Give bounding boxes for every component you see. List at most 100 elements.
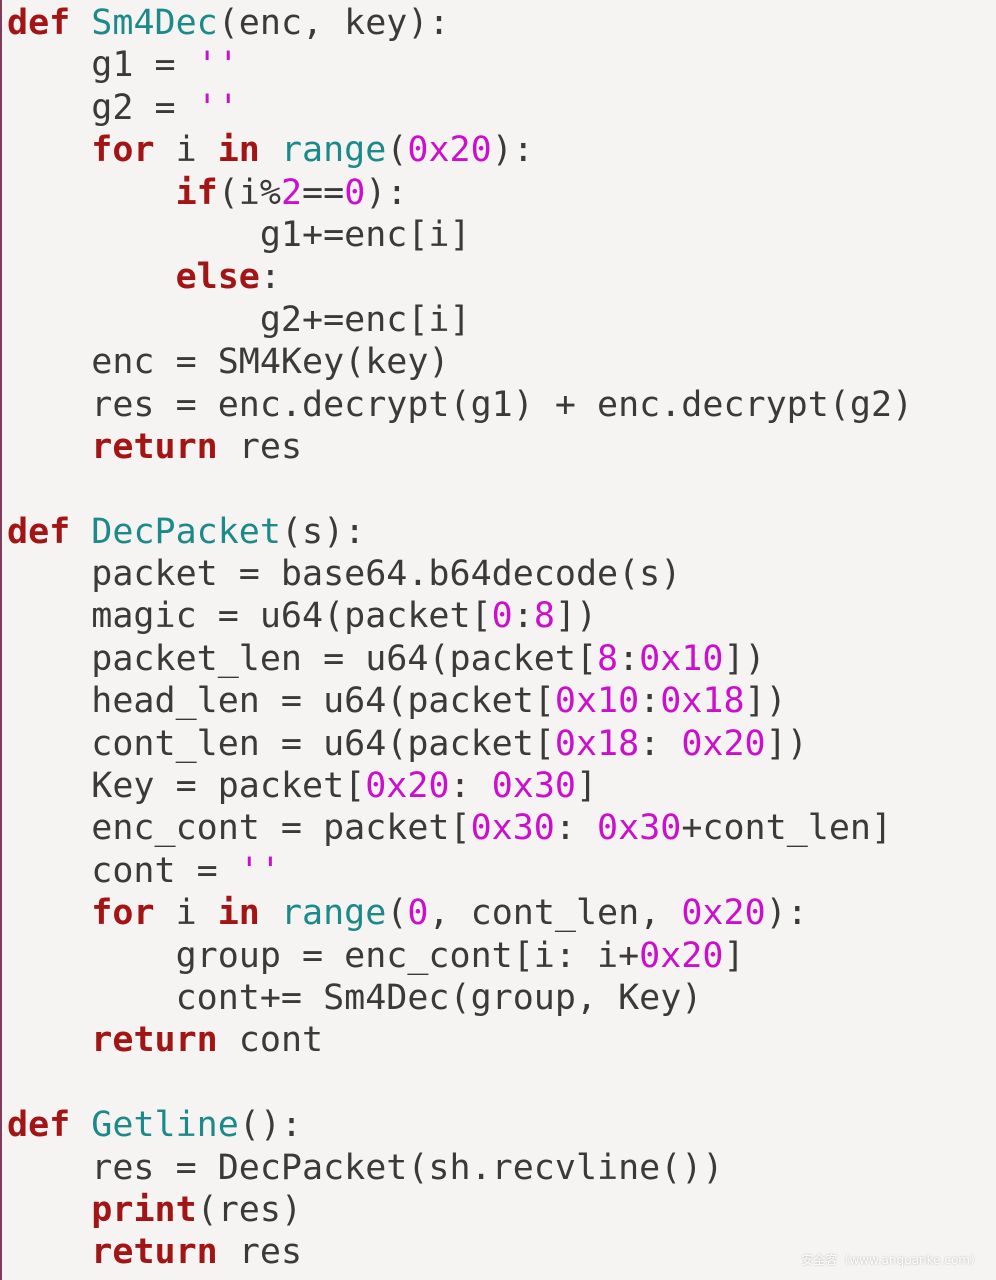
code-line: packet = base64.b64decode(s) [7, 553, 913, 595]
code-line: packet_len = u64(packet[8:0x10]) [7, 638, 913, 680]
code-token: 0 [491, 596, 513, 637]
code-token: def [7, 3, 71, 43]
code-line: return cont [7, 1019, 913, 1061]
code-line: def Sm4Dec(enc, key): [7, 2, 913, 44]
code-line: cont_len = u64(packet[0x18: 0x20]) [7, 723, 913, 765]
code-line: enc = SM4Key(key) [7, 341, 913, 383]
code-token: 0x20 [639, 935, 724, 976]
code-token: (): [238, 1105, 303, 1146]
code-line: cont = '' [7, 850, 913, 892]
code-token: ): [365, 172, 408, 213]
code-token: res [217, 426, 303, 467]
code-token: 0x10 [554, 681, 640, 722]
code-token: ( [386, 130, 408, 171]
code-token: Key = packet[ [7, 766, 366, 807]
code-token [7, 1020, 91, 1060]
code-line: res = DecPacket(sh.recvline()) [7, 1147, 913, 1189]
code-token: res = enc.decrypt(g1) + enc.decrypt(g2) [7, 384, 914, 425]
code-token: : [639, 681, 661, 722]
code-token: res = DecPacket(sh.recvline()) [7, 1147, 724, 1188]
code-token: print [91, 1189, 197, 1230]
code-token: 0x20 [407, 130, 492, 171]
code-token: g1+=enc[i] [7, 214, 471, 255]
code-line: g1 = '' [7, 44, 913, 86]
code-line: g2+=enc[i] [7, 299, 913, 341]
code-token [7, 130, 91, 170]
code-token: g1 = [7, 45, 197, 86]
code-token: packet = base64.b64decode(s) [7, 554, 682, 595]
code-token: cont+= Sm4Dec(group, Key) [7, 977, 703, 1018]
code-token: 0 [407, 893, 429, 934]
code-line [7, 1062, 913, 1104]
code-token: magic = u64(packet[ [7, 596, 492, 637]
code-line: for i in range(0, cont_len, 0x20): [7, 892, 913, 934]
code-token [7, 893, 91, 933]
code-token: 0x30 [470, 808, 555, 849]
code-token [70, 1105, 91, 1145]
code-token: def [7, 1105, 71, 1146]
code-token: == [302, 172, 345, 213]
code-token: : [639, 723, 682, 764]
code-line [7, 468, 913, 510]
code-token: : [259, 257, 281, 298]
code-token [260, 130, 281, 170]
code-token: Sm4Dec [91, 3, 218, 43]
code-token: '' [196, 87, 239, 128]
code-token: Getline [91, 1105, 239, 1146]
code-line: cont+= Sm4Dec(group, Key) [7, 977, 913, 1019]
code-line: else: [7, 256, 913, 298]
code-token: (enc, key): [217, 3, 450, 43]
code-token: , cont_len, [428, 893, 682, 934]
code-token [7, 427, 91, 467]
code-token: 8 [533, 596, 555, 637]
code-line: magic = u64(packet[0:8]) [7, 595, 913, 637]
code-token: g2 = [7, 87, 197, 128]
code-token: cont [217, 1020, 324, 1061]
code-token [70, 512, 91, 552]
code-token: '' [196, 45, 239, 86]
code-line: def DecPacket(s): [7, 511, 913, 553]
code-token: 0x20 [681, 893, 766, 934]
code-token: ]) [765, 723, 808, 764]
code-token: ]) [723, 638, 766, 679]
code-token: cont_len = u64(packet[ [7, 723, 555, 764]
code-token [7, 1190, 91, 1230]
code-token: ]) [554, 596, 598, 637]
code-line: return res [7, 1231, 913, 1273]
code-token: : [554, 808, 598, 849]
code-token: 8 [597, 638, 619, 679]
code-token: 0x18 [554, 723, 640, 764]
code-token: enc = SM4Key(key) [7, 342, 450, 383]
code-token: 0x30 [597, 808, 682, 849]
code-token: 0x20 [365, 766, 450, 807]
code-token: ( [386, 893, 408, 934]
code-token: (i% [217, 172, 281, 213]
code-line: enc_cont = packet[0x30: 0x30+cont_len] [7, 807, 913, 849]
watermark: 安全客（www.anquanke.com） [801, 1253, 982, 1267]
code-token [7, 173, 176, 213]
code-token [260, 893, 281, 933]
code-token: for [91, 130, 155, 171]
code-line: group = enc_cont[i: i+0x20] [7, 935, 913, 977]
code-line: if(i%2==0): [7, 172, 913, 214]
code-line: print(res) [7, 1189, 913, 1231]
code-token [7, 257, 176, 297]
code-block: def Sm4Dec(enc, key): g1 = '' g2 = '' fo… [7, 2, 913, 1274]
code-line: g2 = '' [7, 87, 913, 129]
code-token [70, 3, 91, 43]
code-token: in [217, 130, 260, 171]
code-token: group = enc_cont[i: i+ [7, 935, 640, 976]
code-token: 0x10 [639, 638, 724, 679]
code-token: 0 [344, 172, 366, 213]
code-token: cont = [7, 850, 239, 891]
code-token: : [512, 596, 534, 637]
code-line: head_len = u64(packet[0x10:0x18]) [7, 680, 913, 722]
code-token: for [91, 893, 155, 934]
code-token: packet_len = u64(packet[ [7, 638, 598, 679]
code-line: Key = packet[0x20: 0x30] [7, 765, 913, 807]
code-token: def [7, 511, 71, 552]
code-token: +cont_len] [681, 808, 893, 849]
code-token [7, 1232, 91, 1272]
code-token: ]) [744, 681, 787, 722]
